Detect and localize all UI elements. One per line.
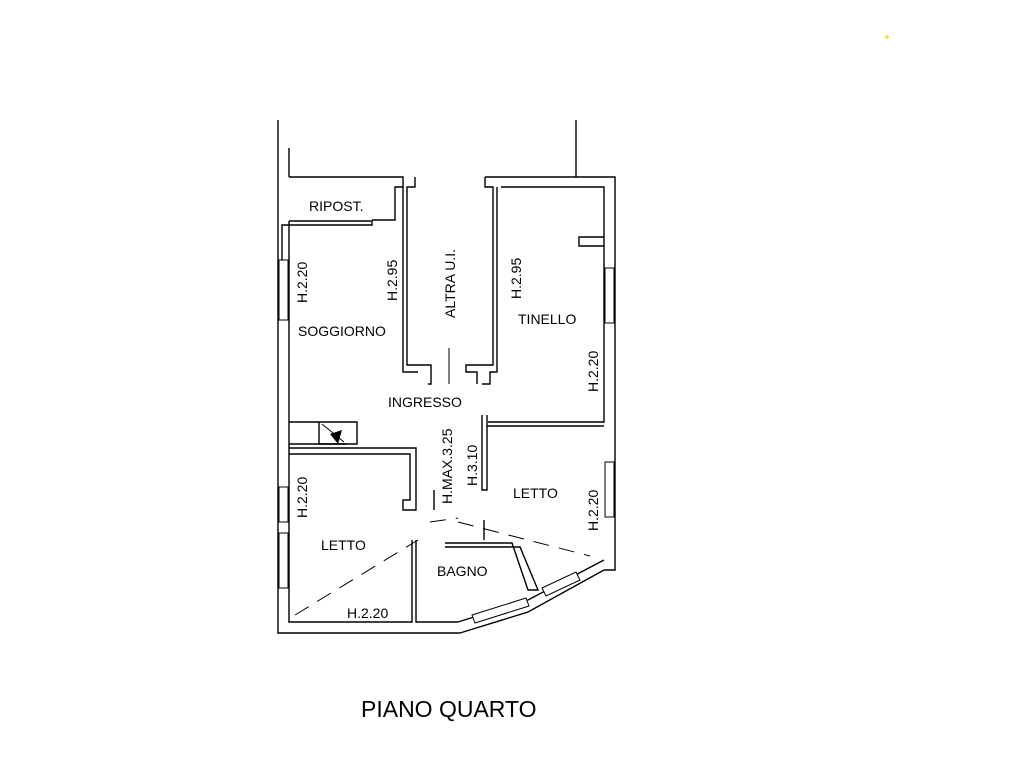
door-swing-ingresso (429, 517, 459, 523)
altra-ui-right (465, 177, 494, 384)
window-bagno (471, 597, 530, 624)
labels: RIPOST. SOGGIORNO TINELLO INGRESSO LETTO… (294, 198, 601, 621)
label-ripostiglio: RIPOST. (309, 198, 363, 214)
window-letto-left-a (278, 486, 289, 523)
label-height-letto-left-wall: H.2.20 (294, 477, 310, 518)
stair-line (321, 423, 345, 443)
ripostiglio-wall (289, 176, 404, 221)
marker-dot (885, 35, 889, 39)
label-height-letto-left-bottom: H.2.20 (347, 605, 388, 621)
plan-title: PIANO QUARTO (361, 696, 537, 722)
window-letto-right (604, 461, 615, 518)
letto-left-top (289, 447, 417, 511)
outer-diagonal (459, 569, 605, 634)
stair-box (318, 422, 347, 445)
walls (277, 120, 616, 634)
label-soggiorno: SOGGIORNO (298, 323, 386, 339)
stair-symbol (321, 423, 345, 444)
bagno-top (445, 542, 540, 591)
door-swings (294, 517, 591, 616)
window-letto-left-b (278, 532, 289, 589)
label-bagno: BAGNO (437, 563, 488, 579)
bagno-left (415, 540, 458, 623)
label-height-soggiorno-wall: H.2.20 (294, 262, 310, 303)
label-letto-left: LETTO (321, 537, 366, 553)
windows (278, 259, 615, 624)
label-height-tinello-wall: H.2.20 (585, 351, 601, 392)
altra-ui-left-outer (402, 187, 418, 373)
door-swing-letto-right (457, 521, 591, 557)
ripostiglio-bottom (281, 220, 373, 320)
label-ingresso: INGRESSO (388, 394, 462, 410)
label-height-tinello-inner: H.2.95 (508, 258, 524, 299)
label-altra-ui: ALTRA U.I. (442, 249, 458, 318)
outer-wall-left (277, 120, 460, 634)
label-height-ingresso-max: H.MAX.3.25 (439, 428, 455, 504)
window-letto-diag (541, 571, 581, 597)
tinello-notch (578, 236, 604, 247)
label-height-letto-right-wall: H.2.20 (585, 490, 601, 531)
label-height-soggiorno-inner: H.2.95 (384, 260, 400, 301)
label-letto-right: LETTO (513, 485, 558, 501)
label-height-corridor: H.3.10 (464, 445, 480, 486)
label-tinello: TINELLO (518, 311, 576, 327)
corridor-wall (481, 415, 488, 491)
altra-ui-right-outer (482, 187, 498, 385)
tinello-inner (488, 186, 605, 423)
altra-ui-left (406, 177, 432, 385)
tinello-top (485, 176, 616, 571)
window-soggiorno (278, 259, 289, 321)
window-tinello (604, 267, 615, 324)
